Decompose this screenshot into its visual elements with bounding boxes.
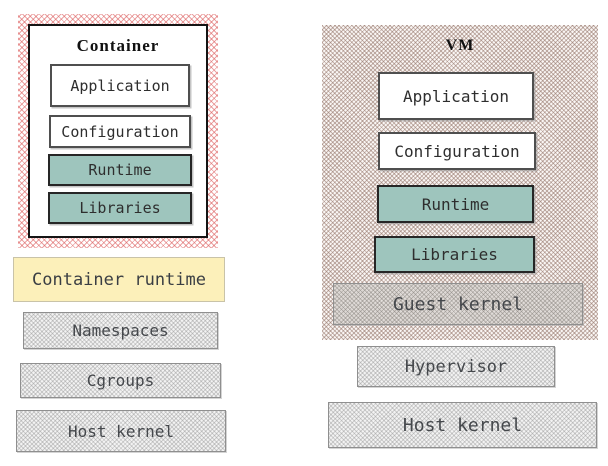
vm-layer-configuration: Configuration <box>378 132 536 170</box>
vm-isolation-hatch: VM Application Configuration Runtime Lib… <box>322 25 598 340</box>
vm-layer-libraries: Libraries <box>374 236 535 273</box>
host-kernel-box-left: Host kernel <box>16 410 226 452</box>
vm-title: VM <box>445 37 475 54</box>
vm-layer-runtime: Runtime <box>377 185 534 223</box>
container-layer-application: Application <box>50 64 190 107</box>
container-box: Container Application Configuration Runt… <box>28 24 208 238</box>
guest-kernel-box: Guest kernel <box>333 283 583 325</box>
container-title: Container <box>76 36 160 55</box>
cgroups-box: Cgroups <box>20 363 221 398</box>
container-layer-libraries: Libraries <box>48 192 192 224</box>
host-kernel-box-right: Host kernel <box>328 402 597 448</box>
container-layer-configuration: Configuration <box>49 115 191 148</box>
hypervisor-box: Hypervisor <box>357 346 555 387</box>
container-layer-runtime: Runtime <box>48 154 192 186</box>
container-runtime-box: Container runtime <box>13 257 225 302</box>
container-isolation-hatch: Container Application Configuration Runt… <box>18 14 218 248</box>
vm-layer-application: Application <box>378 72 534 120</box>
namespaces-box: Namespaces <box>23 312 218 349</box>
